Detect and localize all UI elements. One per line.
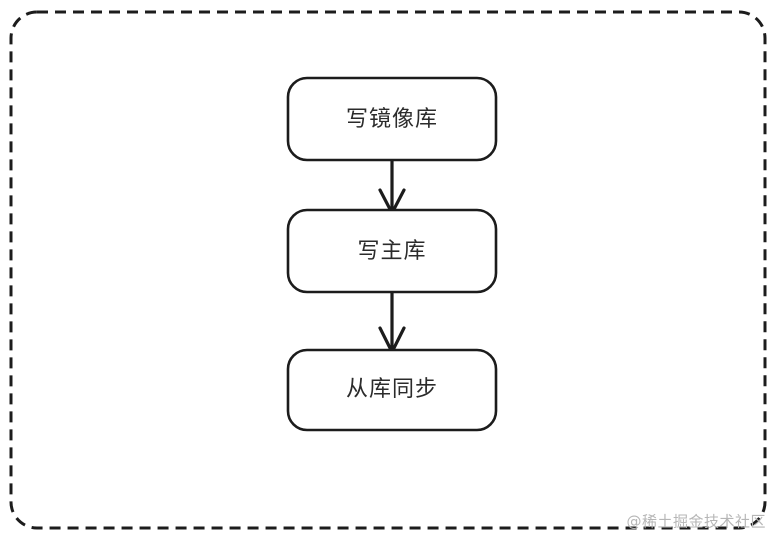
edge-n2-to-n3 — [378, 291, 406, 356]
node-write-mirror-db[interactable]: 写镜像库 — [286, 76, 498, 162]
node-label: 写镜像库 — [346, 107, 438, 132]
node-slave-db-sync[interactable]: 从库同步 — [286, 348, 498, 432]
watermark-label: @稀土掘金技术社区 — [626, 513, 766, 531]
dashed-container-border — [9, 10, 767, 530]
edge-n1-to-n2 — [378, 159, 406, 217]
node-label: 写主库 — [357, 239, 426, 264]
node-box[interactable] — [286, 348, 498, 432]
node-write-master-db[interactable]: 写主库 — [286, 208, 498, 294]
node-label: 从库同步 — [346, 377, 438, 402]
